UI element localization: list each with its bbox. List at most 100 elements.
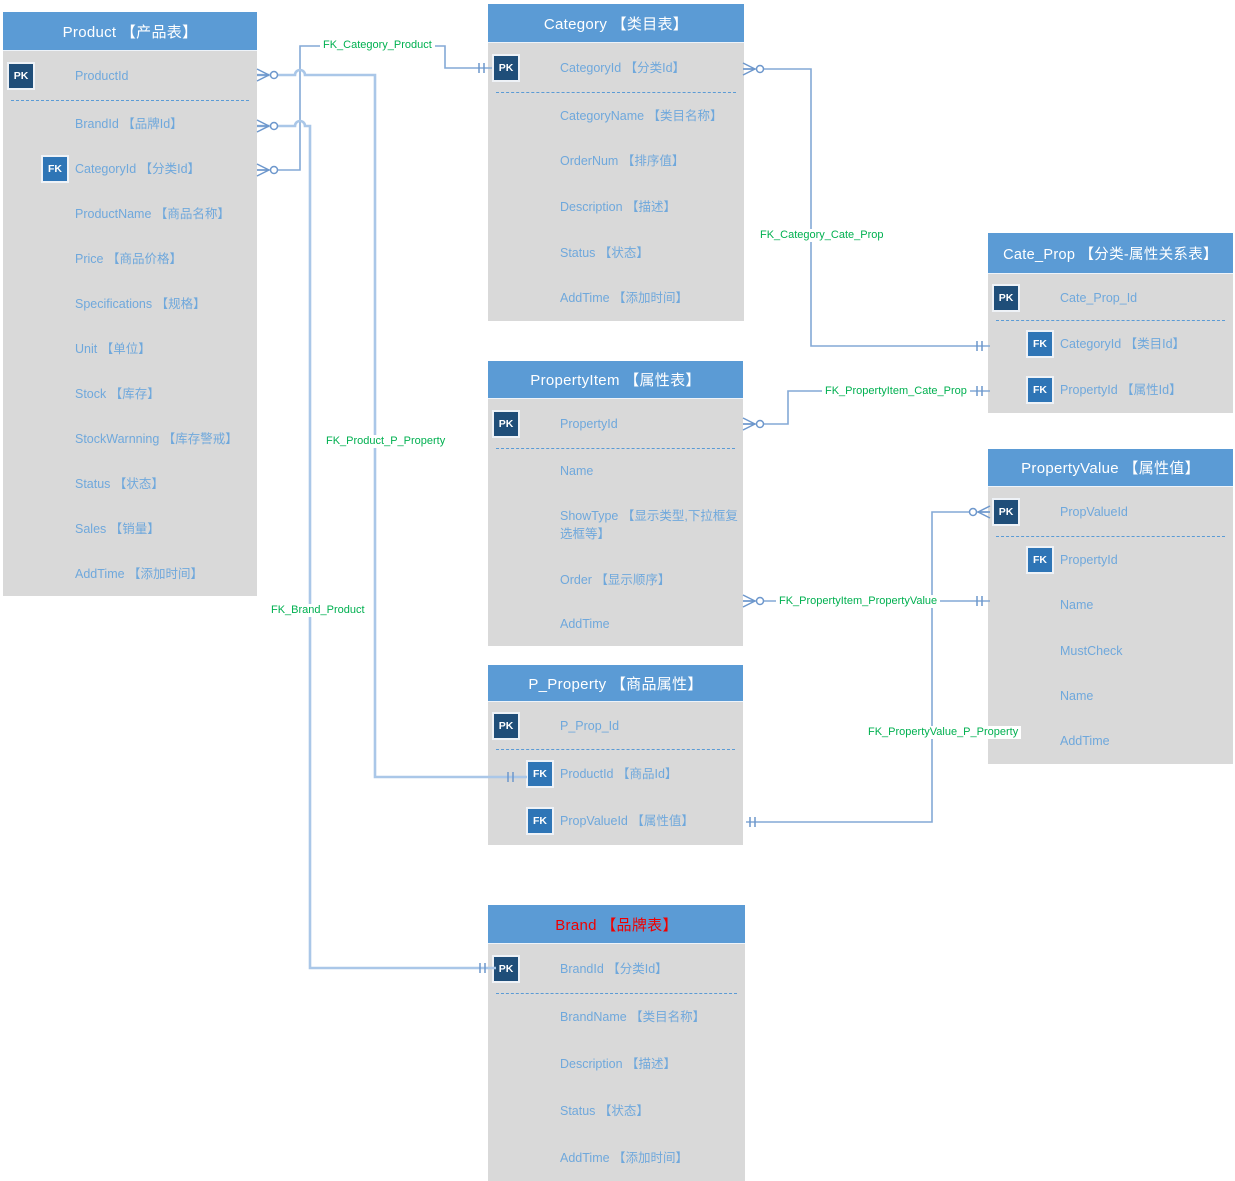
field-label: PropertyId	[1060, 552, 1118, 567]
field-label: Status 【状态】	[75, 476, 164, 491]
table-row[interactable]: Description 【描述】	[488, 184, 744, 230]
table-p-property-header[interactable]: P_Property 【商品属性】	[488, 665, 743, 702]
field-label: Name	[560, 464, 594, 479]
field-label: ShowType 【显示类型,下拉框复选框等】	[560, 509, 738, 542]
table-property-value[interactable]: PropertyValue 【属性值】 PK PropValueId FK Pr…	[988, 449, 1233, 764]
table-cate-prop-header[interactable]: Cate_Prop 【分类-属性关系表】	[988, 233, 1233, 274]
relationship-label[interactable]: FK_Category_Cate_Prop	[757, 229, 887, 242]
pk-badge: PK	[7, 62, 35, 90]
table-row[interactable]: Price 【商品价格】	[3, 236, 257, 281]
field-label: Sales 【销量】	[75, 521, 160, 536]
table-brand-body: PK BrandId 【分类Id】 BrandName 【类目名称】 Descr…	[488, 944, 745, 1181]
table-row[interactable]: StockWarnning 【库存警戒】	[3, 416, 257, 461]
field-label: AddTime 【添加时间】	[560, 291, 689, 306]
table-row[interactable]: AddTime	[988, 719, 1233, 764]
table-row[interactable]: FK ProductId 【商品Id】	[488, 750, 743, 798]
field-label: StockWarnning 【库存警戒】	[75, 431, 238, 446]
table-row[interactable]: PK CategoryId 【分类Id】	[488, 43, 744, 93]
field-label: ProductId 【商品Id】	[560, 766, 678, 781]
relationship-label[interactable]: FK_PropertyValue_P_Property	[865, 726, 1022, 739]
table-brand-header[interactable]: Brand 【品牌表】	[488, 905, 745, 944]
table-row[interactable]: AddTime 【添加时间】	[3, 551, 257, 596]
fk-line-category-cate-prop[interactable]	[743, 68, 990, 347]
table-property-item-header[interactable]: PropertyItem 【属性表】	[488, 361, 743, 399]
table-row[interactable]: Name	[488, 449, 743, 493]
table-row[interactable]: Specifications 【规格】	[3, 281, 257, 326]
table-brand[interactable]: Brand 【品牌表】 PK BrandId 【分类Id】 BrandName …	[488, 905, 745, 1181]
field-label: Status 【状态】	[560, 245, 649, 260]
table-row[interactable]: ShowType 【显示类型,下拉框复选框等】	[488, 493, 743, 557]
table-row[interactable]: ProductName 【商品名称】	[3, 191, 257, 236]
fk-badge: FK	[41, 154, 69, 183]
table-property-item[interactable]: PropertyItem 【属性表】 PK PropertyId Name Sh…	[488, 361, 743, 646]
table-p-property[interactable]: P_Property 【商品属性】 PK P_Prop_Id FK Produc…	[488, 665, 743, 845]
field-label: Name	[1060, 688, 1094, 703]
table-row[interactable]: Order 【显示顺序】	[488, 557, 743, 601]
field-label: Price 【商品价格】	[75, 251, 182, 266]
field-label: AddTime 【添加时间】	[560, 1150, 689, 1165]
table-row[interactable]: PK P_Prop_Id	[488, 702, 743, 750]
fk-badge: FK	[526, 759, 554, 788]
table-row[interactable]: CategoryName 【类目名称】	[488, 93, 744, 139]
table-property-item-body: PK PropertyId Name ShowType 【显示类型,下拉框复选框…	[488, 399, 743, 646]
table-row[interactable]: AddTime	[488, 602, 743, 646]
table-row[interactable]: FK PropertyId 【属性Id】	[988, 367, 1233, 413]
fk-line-category-product[interactable]	[257, 45, 492, 171]
table-p-property-body: PK P_Prop_Id FK ProductId 【商品Id】 FK Prop…	[488, 702, 743, 845]
field-label: CategoryId 【分类Id】	[560, 60, 686, 75]
table-row[interactable]: PK ProductId	[3, 51, 257, 101]
table-row[interactable]: BrandId 【品牌Id】	[3, 101, 257, 146]
table-product-header[interactable]: Product 【产品表】	[3, 12, 257, 51]
field-label: MustCheck	[1060, 643, 1123, 658]
table-row[interactable]: FK PropertyId	[988, 537, 1233, 582]
relationship-label[interactable]: FK_Category_Product	[320, 39, 435, 52]
table-row[interactable]: PK PropertyId	[488, 399, 743, 449]
table-category[interactable]: Category 【类目表】 PK CategoryId 【分类Id】 Cate…	[488, 4, 744, 321]
pk-separator	[496, 749, 735, 750]
relationship-label[interactable]: FK_PropertyItem_Cate_Prop	[822, 385, 970, 398]
field-label: AddTime	[1060, 734, 1110, 749]
table-row[interactable]: PK PropValueId	[988, 487, 1233, 537]
table-row[interactable]: MustCheck	[988, 628, 1233, 673]
field-label: PropValueId	[1060, 504, 1128, 519]
table-row[interactable]: FK CategoryId 【类目Id】	[988, 321, 1233, 367]
table-row[interactable]: AddTime 【添加时间】	[488, 1134, 745, 1181]
fk-line-propertyvalue-p-property[interactable]	[746, 511, 990, 823]
field-label: PropertyId 【属性Id】	[1060, 382, 1182, 397]
field-label: Description 【描述】	[560, 1057, 676, 1072]
table-row[interactable]: Status 【状态】	[3, 461, 257, 506]
table-row[interactable]: Name	[988, 582, 1233, 627]
table-row[interactable]: PK BrandId 【分类Id】	[488, 944, 745, 994]
relationship-label[interactable]: FK_Brand_Product	[268, 604, 368, 617]
table-row[interactable]: Status 【状态】	[488, 1088, 745, 1135]
fk-line-brand-product[interactable]	[257, 119, 496, 970]
fk-line-product-p-property[interactable]	[257, 68, 527, 779]
table-category-header[interactable]: Category 【类目表】	[488, 4, 744, 43]
fk-badge: FK	[1026, 545, 1054, 574]
table-row[interactable]: Status 【状态】	[488, 230, 744, 276]
table-row[interactable]: Sales 【销量】	[3, 506, 257, 551]
field-label: PropertyId	[560, 416, 618, 431]
table-row[interactable]: PK Cate_Prop_Id	[988, 274, 1233, 321]
table-row[interactable]: FK CategoryId 【分类Id】	[3, 146, 257, 191]
pk-separator	[496, 92, 736, 93]
field-label: Stock 【库存】	[75, 386, 160, 401]
table-row[interactable]: BrandName 【类目名称】	[488, 994, 745, 1041]
table-row[interactable]: Stock 【库存】	[3, 371, 257, 416]
table-row[interactable]: Name	[988, 673, 1233, 718]
field-label: Description 【描述】	[560, 199, 676, 214]
pk-badge: PK	[492, 955, 520, 983]
table-row[interactable]: Description 【描述】	[488, 1041, 745, 1088]
pk-separator	[496, 448, 735, 449]
table-row[interactable]: FK PropValueId 【属性值】	[488, 798, 743, 846]
table-row[interactable]: OrderNum 【排序值】	[488, 139, 744, 185]
table-cate-prop[interactable]: Cate_Prop 【分类-属性关系表】 PK Cate_Prop_Id FK …	[988, 233, 1233, 413]
table-row[interactable]: AddTime 【添加时间】	[488, 275, 744, 321]
table-row[interactable]: Unit 【单位】	[3, 326, 257, 371]
table-property-value-header[interactable]: PropertyValue 【属性值】	[988, 449, 1233, 487]
field-label: AddTime	[560, 616, 610, 631]
table-product[interactable]: Product 【产品表】 PK ProductId BrandId 【品牌Id…	[3, 12, 257, 596]
relationship-label[interactable]: FK_PropertyItem_PropertyValue	[776, 595, 941, 608]
relationship-label[interactable]: FK_Product_P_Property	[323, 435, 449, 448]
